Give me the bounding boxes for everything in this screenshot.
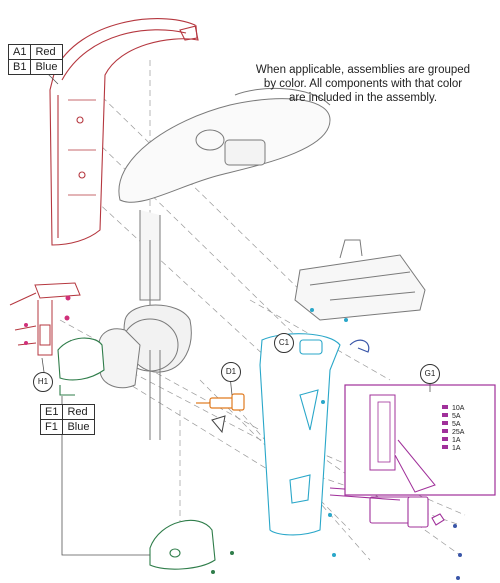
fuse-detail-inset: 10A 5A 5A 25A 1A 1A — [344, 384, 496, 496]
callout-g1: G1 — [420, 364, 440, 384]
legend-color: Red — [62, 404, 95, 420]
note-line: When applicable, assemblies are grouped — [255, 64, 471, 76]
mounting-bracket — [9, 282, 81, 356]
fuse-label: 10A — [452, 405, 465, 412]
callout-d1: D1 — [221, 362, 241, 382]
tiller-assembly — [102, 88, 426, 440]
legend-code: E1 — [39, 404, 64, 420]
callout-h1: H1 — [33, 372, 53, 392]
legend-bottom: E1 Red F1 Blue — [39, 404, 95, 435]
front-shroud — [259, 333, 341, 536]
legend-color: Blue — [30, 59, 63, 75]
fuse-label: 5A — [452, 413, 461, 420]
fuse-panel-screws — [453, 524, 462, 580]
legend-code: B1 — [7, 59, 32, 75]
top-shroud — [49, 18, 199, 246]
charger-port — [196, 393, 245, 411]
legend-color: Blue — [62, 419, 95, 435]
fuse-label: 1A — [452, 437, 461, 444]
note-line: by color. All components with that color — [263, 78, 463, 90]
fuse-label: 25A — [452, 429, 465, 436]
bottom-cover — [149, 519, 216, 570]
assembly-color-note: When applicable, assemblies are grouped … — [228, 63, 498, 105]
fuse-panel — [329, 487, 445, 528]
note-line: are included in the assembly. — [288, 92, 438, 104]
fuse-label: 5A — [452, 421, 461, 428]
rear-cover — [57, 337, 105, 396]
legend-row: B1 Blue — [7, 59, 63, 75]
legend-row: E1 Red — [39, 404, 95, 420]
legend-row: A1 Red — [7, 44, 63, 60]
bottom-cover-screws — [211, 551, 234, 574]
legend-code: A1 — [7, 44, 32, 60]
legend-code: F1 — [39, 419, 64, 435]
legend-row: F1 Blue — [39, 419, 95, 435]
callout-c1: C1 — [274, 333, 294, 353]
fuse-label: 1A — [452, 445, 461, 452]
legend-top: A1 Red B1 Blue — [7, 44, 63, 75]
strain-relief — [211, 415, 226, 434]
legend-color: Red — [30, 44, 63, 60]
motor-housing — [98, 328, 141, 389]
clip — [349, 339, 370, 353]
